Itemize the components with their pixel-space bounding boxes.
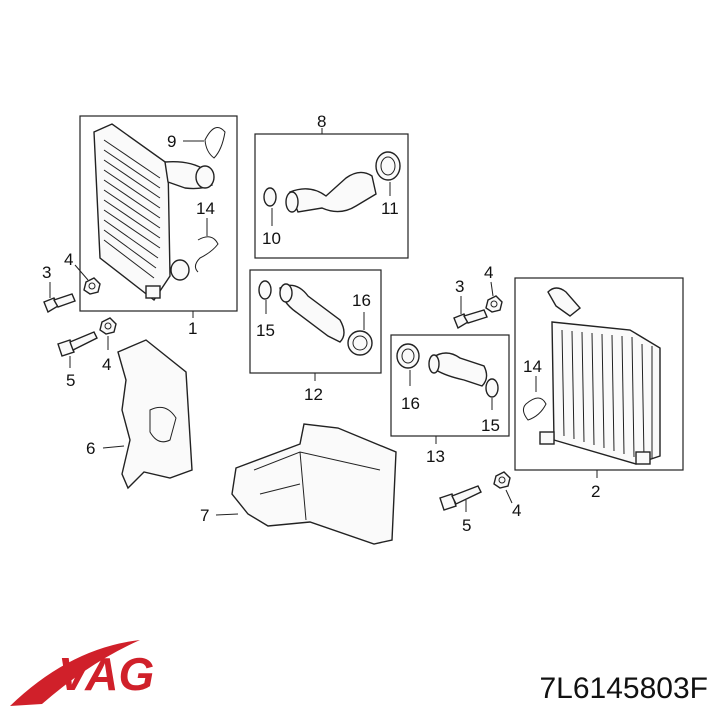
clamp-11: [375, 151, 401, 181]
part-number: 7L6145803F: [539, 672, 709, 705]
clamp-16-right: [396, 343, 420, 369]
air-guide-6: [117, 339, 193, 490]
nut-4-left-top: [83, 277, 101, 295]
hose-13: [428, 352, 488, 387]
callout-7: 7: [200, 506, 209, 525]
callout-2: 2: [591, 482, 600, 501]
intercooler-right: [539, 287, 661, 465]
callout-10: 10: [262, 229, 281, 248]
vag-logo: VAG: [10, 640, 154, 706]
nut-4-left-bottom: [99, 317, 117, 335]
callout-16-left: 16: [352, 291, 371, 310]
hose-8: [285, 171, 377, 213]
nut-4-right-bottom: [493, 471, 511, 489]
group-box-2: [514, 277, 684, 471]
callout-4-right-top: 4: [484, 263, 493, 282]
callout-15-left: 15: [256, 321, 275, 340]
callout-9: 9: [167, 132, 176, 151]
callout-3-left: 3: [42, 263, 51, 282]
callout-5-right: 5: [462, 516, 471, 535]
stud-5-left: [57, 331, 98, 357]
callout-5-left: 5: [66, 371, 75, 390]
bolt-3-left: [43, 293, 76, 314]
callout-14-right: 14: [523, 357, 542, 376]
seal-15-left: [258, 280, 272, 300]
clamp-9: [204, 127, 226, 159]
callout-12: 12: [304, 385, 323, 404]
vag-logo-swoosh: [10, 640, 140, 706]
intercooler-right-group: [514, 277, 684, 471]
group-box-8: [254, 133, 409, 259]
callout-4-right-bottom: 4: [512, 501, 521, 520]
clamp-16-left: [347, 330, 373, 356]
air-duct-7: [231, 423, 397, 545]
group-box-1: [79, 115, 238, 312]
callout-4-left-top: 4: [64, 250, 73, 269]
nut-4-right-top: [485, 295, 503, 313]
callout-4-left-bottom: 4: [102, 355, 111, 374]
callout-15-right: 15: [481, 416, 500, 435]
clamp-14-right: [522, 397, 547, 421]
callout-6: 6: [86, 439, 95, 458]
callout-1: 1: [188, 319, 197, 338]
callout-3-right: 3: [455, 277, 464, 296]
callout-16-right: 16: [401, 394, 420, 413]
callout-8: 8: [317, 112, 326, 131]
callout-13: 13: [426, 447, 445, 466]
stud-5-right: [439, 485, 482, 511]
intercooler-left: [93, 123, 215, 302]
clamp-14-left: [194, 236, 219, 273]
callout-11: 11: [381, 199, 399, 218]
hose-12: [279, 283, 345, 343]
callout-14-left: 14: [196, 199, 215, 218]
intercooler-left-group: [79, 115, 238, 312]
bolt-3-right: [453, 309, 488, 330]
group-box-13: [390, 334, 510, 437]
seal-15-right: [485, 378, 499, 398]
seal-10: [263, 187, 277, 207]
